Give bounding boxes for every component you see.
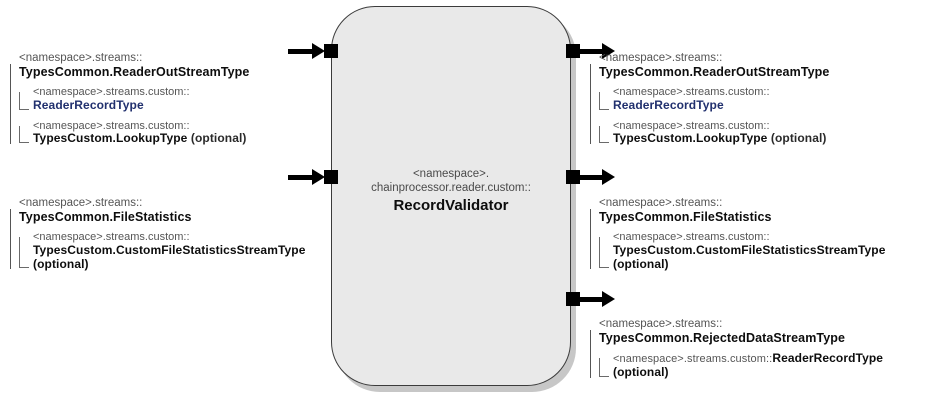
sub-namespace-label: <namespace>.streams.custom::: [613, 86, 770, 99]
optional-flag: (optional): [33, 256, 89, 271]
sub-namespace-label: <namespace>.streams.custom::: [613, 231, 770, 244]
sub-type-label: ReaderRecordType: [613, 97, 724, 112]
sub-type-label: TypesCustom.CustomFileStatisticsStreamTy…: [33, 242, 306, 257]
bracket-line: [590, 330, 597, 378]
bracket-tick: [599, 125, 609, 143]
optional-flag: (optional): [613, 256, 669, 271]
component-label: <namespace>. chainprocessor.reader.custo…: [331, 168, 571, 215]
input-port-file-statistics[interactable]: [324, 170, 338, 184]
output-arrow-line-1: [578, 49, 604, 54]
optional-flag: (optional): [770, 131, 827, 146]
bracket-tick: [599, 358, 609, 377]
input-arrow-line-2: [288, 175, 314, 180]
sub-type-entry: <namespace>.streams.custom:: ReaderRecor…: [599, 86, 920, 112]
input-arrow-line-1: [288, 49, 314, 54]
bracket-tick: [599, 92, 609, 110]
namespace-label: <namespace>.streams::: [19, 52, 143, 64]
sub-type-name: TypesCustom.LookupType: [33, 131, 188, 146]
sub-namespace-label: <namespace>.streams.custom::: [613, 353, 773, 366]
namespace-label: <namespace>.streams::: [599, 52, 723, 64]
type-label: TypesCommon.FileStatistics: [599, 210, 772, 225]
type-label: TypesCommon.ReaderOutStreamType: [599, 65, 830, 80]
output-port-reader-out-stream[interactable]: [566, 44, 580, 58]
bracket-line: [10, 64, 17, 144]
sub-namespace-label: <namespace>.streams.custom::: [33, 231, 190, 244]
bracket-tick: [19, 125, 29, 143]
component-name: RecordValidator: [393, 197, 509, 215]
sub-type-label: TypesCustom.LookupType (optional): [33, 131, 330, 146]
bracket-line: [590, 64, 597, 144]
sub-type-entry: <namespace>.streams.custom:: TypesCustom…: [19, 231, 330, 271]
output-arrow-head-1: [602, 43, 615, 59]
sub-type-entry: <namespace>.streams.custom:: TypesCustom…: [599, 120, 920, 146]
bracket-tick: [599, 237, 609, 269]
sub-type-label: TypesCustom.CustomFileStatisticsStreamTy…: [613, 242, 886, 257]
input-arrow-head-1: [312, 43, 325, 59]
input-port-reader-out-stream[interactable]: [324, 44, 338, 58]
namespace-label: <namespace>.streams::: [599, 318, 723, 330]
sub-type-name: TypesCustom.LookupType: [613, 131, 768, 146]
bracket-line: [10, 209, 17, 270]
output-arrow-line-3: [578, 297, 604, 302]
sub-type-label: TypesCustom.LookupType (optional): [613, 131, 920, 146]
namespace-label: <namespace>.streams::: [19, 197, 143, 209]
optional-flag: (optional): [613, 365, 669, 380]
output-arrow-head-2: [602, 169, 615, 185]
sub-namespace-label: <namespace>.streams.custom::: [33, 86, 190, 99]
type-label: TypesCommon.ReaderOutStreamType: [19, 65, 250, 80]
input-type-block-reader-out-stream: <namespace>.streams:: TypesCommon.Reader…: [10, 52, 330, 146]
output-type-block-file-statistics: <namespace>.streams:: TypesCommon.FileSt…: [590, 197, 920, 271]
output-arrow-line-2: [578, 175, 604, 180]
sub-type-name: ReaderRecordType: [772, 351, 884, 366]
output-port-rejected-data-stream[interactable]: [566, 292, 580, 306]
output-arrow-head-3: [602, 291, 615, 307]
type-label: TypesCommon.FileStatistics: [19, 210, 192, 225]
sub-type-entry: <namespace>.streams.custom:: TypesCustom…: [19, 120, 330, 146]
sub-namespace-label: <namespace>.streams.custom::: [33, 119, 190, 132]
component-box-record-validator[interactable]: [331, 6, 571, 386]
bracket-tick: [19, 92, 29, 110]
output-type-block-rejected-data-stream: <namespace>.streams:: TypesCommon.Reject…: [590, 318, 920, 380]
sub-type-entry: <namespace>.streams.custom::ReaderRecord…: [599, 352, 920, 379]
output-type-block-reader-out-stream: <namespace>.streams:: TypesCommon.Reader…: [590, 52, 920, 146]
sub-type-entry: <namespace>.streams.custom:: ReaderRecor…: [19, 86, 330, 112]
type-label: TypesCommon.RejectedDataStreamType: [599, 331, 846, 346]
namespace-label: <namespace>.streams::: [599, 197, 723, 209]
bracket-line: [590, 209, 597, 270]
sub-type-label: <namespace>.streams.custom::ReaderRecord…: [613, 352, 920, 366]
output-port-file-statistics[interactable]: [566, 170, 580, 184]
input-type-block-file-statistics: <namespace>.streams:: TypesCommon.FileSt…: [10, 197, 330, 271]
sub-type-entry: <namespace>.streams.custom:: TypesCustom…: [599, 231, 920, 271]
input-arrow-head-2: [312, 169, 325, 185]
component-namespace-line-1: <namespace>.: [412, 168, 490, 180]
optional-flag: (optional): [190, 131, 247, 146]
sub-type-label: ReaderRecordType: [33, 97, 144, 112]
bracket-tick: [19, 237, 29, 269]
sub-namespace-label: <namespace>.streams.custom::: [613, 119, 770, 132]
component-namespace-line-2: chainprocessor.reader.custom::: [371, 181, 531, 194]
